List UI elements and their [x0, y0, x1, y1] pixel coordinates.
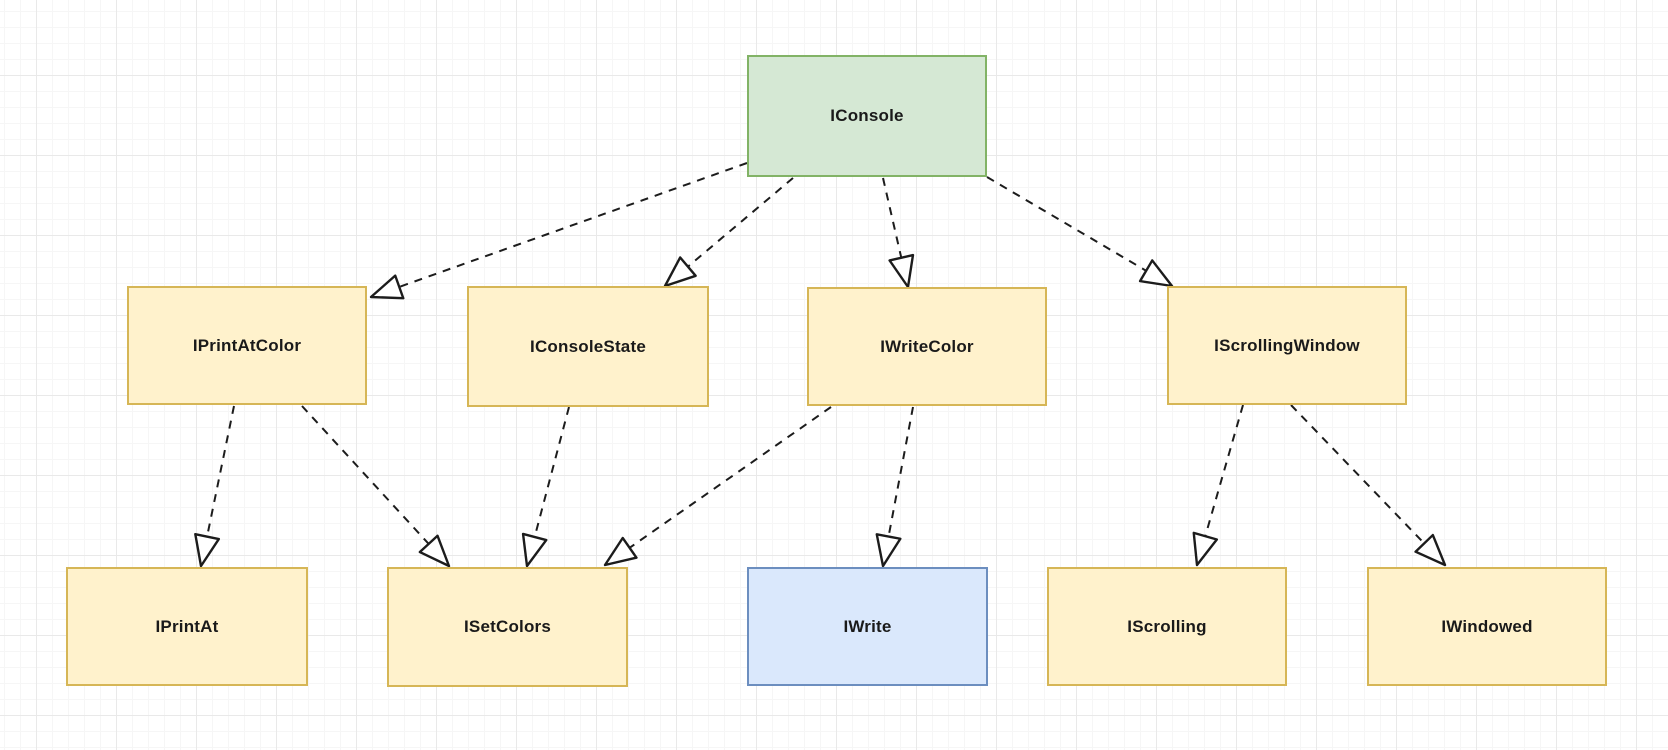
node-label: IWriteColor: [880, 336, 974, 356]
edge-IWriteColor-to-IWrite[interactable]: [875, 406, 914, 568]
node-IWrite[interactable]: IWrite: [747, 567, 988, 686]
node-IWriteColor[interactable]: IWriteColor: [807, 287, 1047, 406]
node-label: IWindowed: [1441, 616, 1533, 636]
node-IScrolling[interactable]: IScrolling: [1047, 567, 1287, 686]
node-IPrintAt[interactable]: IPrintAt: [66, 567, 308, 686]
node-label: IWrite: [843, 616, 892, 636]
node-label: IScrolling: [1127, 616, 1207, 636]
node-IWindowed[interactable]: IWindowed: [1367, 567, 1607, 686]
node-label: IConsole: [830, 106, 904, 125]
edge-IWriteColor-to-ISetColors[interactable]: [603, 406, 832, 567]
node-ISetColors[interactable]: ISetColors: [387, 567, 628, 687]
node-label: IScrollingWindow: [1214, 335, 1360, 355]
node-IPrintAtColor[interactable]: IPrintAtColor: [127, 286, 367, 405]
edge-IPrintAtColor-to-ISetColors[interactable]: [301, 405, 451, 568]
edge-IConsole-to-IWriteColor[interactable]: [882, 177, 915, 289]
edge-IConsoleState-to-ISetColors[interactable]: [521, 406, 570, 568]
edge-IConsole-to-IScrollingWindow[interactable]: [986, 176, 1174, 288]
node-IConsoleState[interactable]: IConsoleState: [467, 286, 709, 407]
edge-IScrollingWindow-to-IScrolling[interactable]: [1192, 404, 1244, 567]
edge-IConsole-to-IConsoleState[interactable]: [663, 177, 794, 288]
node-label: IPrintAt: [155, 616, 219, 636]
node-IConsole[interactable]: IConsole: [747, 55, 987, 177]
edge-IPrintAtColor-to-IPrintAt[interactable]: [194, 405, 235, 568]
node-label: IConsoleState: [530, 336, 646, 356]
node-label: ISetColors: [463, 617, 552, 636]
edge-IScrollingWindow-to-IWindowed[interactable]: [1290, 404, 1447, 567]
edge-IConsole-to-IPrintAtColor[interactable]: [369, 162, 748, 300]
node-IScrollingWindow[interactable]: IScrollingWindow: [1167, 286, 1407, 405]
node-label: IPrintAtColor: [192, 335, 302, 355]
